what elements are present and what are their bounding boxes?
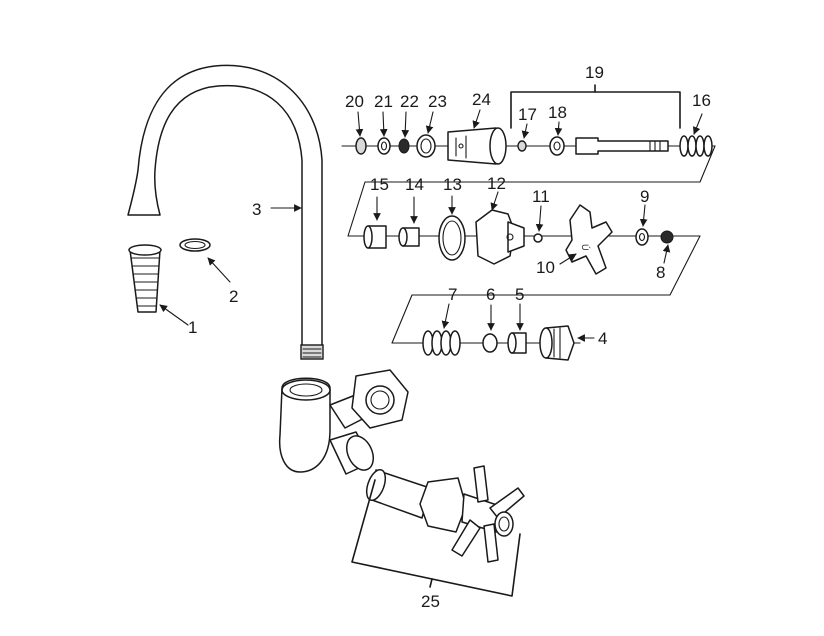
label-23: 23 — [428, 92, 447, 111]
label-6: 6 — [486, 285, 495, 304]
callout-labels: 1 2 3 4 5 6 7 8 9 10 11 12 13 14 15 16 1… — [188, 63, 711, 611]
label-19: 19 — [585, 63, 604, 82]
label-5: 5 — [515, 285, 524, 304]
label-13: 13 — [443, 175, 462, 194]
leader-arrows — [159, 109, 703, 342]
label-20: 20 — [345, 92, 364, 111]
gooseneck-spout — [127, 64, 324, 360]
label-15: 15 — [370, 175, 389, 194]
label-7: 7 — [448, 285, 457, 304]
label-21: 21 — [374, 92, 393, 111]
valve-body-assembly — [278, 369, 525, 563]
label-9: 9 — [640, 187, 649, 206]
label-22: 22 — [400, 92, 419, 111]
label-11: 11 — [532, 187, 550, 206]
aerator-cone — [128, 244, 162, 313]
label-10: 10 — [536, 258, 555, 277]
label-3: 3 — [252, 200, 261, 219]
label-12: 12 — [487, 174, 506, 193]
label-14: 14 — [405, 175, 424, 194]
label-16: 16 — [692, 91, 711, 110]
label-25: 25 — [421, 592, 440, 611]
gasket-ring — [179, 238, 211, 252]
handle-mark: Ú — [580, 244, 590, 251]
label-2: 2 — [229, 287, 238, 306]
label-1: 1 — [188, 318, 197, 337]
middle-row-parts: Ú — [347, 204, 701, 275]
label-24: 24 — [472, 90, 491, 109]
label-4: 4 — [598, 329, 607, 348]
lower-row-parts — [391, 325, 581, 361]
top-row-parts — [341, 127, 716, 165]
label-18: 18 — [548, 103, 567, 122]
label-17: 17 — [518, 105, 537, 124]
label-8: 8 — [656, 263, 665, 282]
